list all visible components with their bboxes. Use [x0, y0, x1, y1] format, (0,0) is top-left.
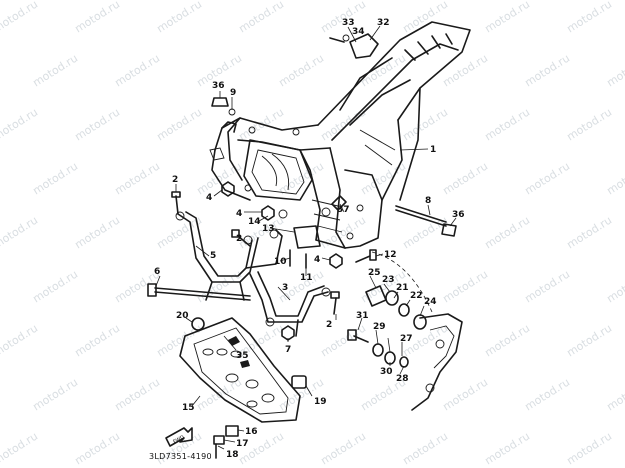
- callout-5: 5: [210, 251, 216, 261]
- engine-mount-bushings: [347, 251, 463, 411]
- diagram-code: 3LD7351-4190: [149, 452, 212, 461]
- callout-36: 36: [452, 210, 465, 220]
- callout-30: 30: [380, 367, 393, 377]
- callout-3: 3: [282, 283, 288, 293]
- callout-35: 35: [236, 351, 249, 361]
- engine-guard: [179, 317, 301, 423]
- lower-cross-frame: [249, 271, 331, 337]
- callout-34: 34: [352, 27, 365, 37]
- callout-22: 22: [410, 291, 423, 301]
- callout-4: 4: [314, 255, 320, 265]
- callout-10: 10: [274, 257, 287, 267]
- callout-7: 7: [285, 345, 291, 355]
- callout-4: 4: [206, 193, 212, 203]
- callout-17: 17: [236, 439, 249, 449]
- callout-20: 20: [176, 311, 189, 321]
- callout-4: 4: [236, 209, 242, 219]
- callout-37: 37: [337, 205, 350, 215]
- main-frame: [209, 21, 471, 249]
- callout-27: 27: [400, 334, 413, 344]
- callout-25: 25: [368, 268, 381, 278]
- callout-9: 9: [230, 88, 236, 98]
- callout-16: 16: [245, 427, 258, 437]
- callout-13: 13: [262, 224, 275, 234]
- callout-36: 36: [212, 81, 225, 91]
- callout-19: 19: [314, 397, 327, 407]
- callout-1: 1: [430, 145, 436, 155]
- callout-12: 12: [384, 250, 397, 260]
- callout-leaders: [155, 25, 457, 450]
- small-parts: [171, 33, 457, 459]
- callout-8: 8: [425, 196, 431, 206]
- fwd-label: FWD: [172, 434, 185, 445]
- callout-21: 21: [396, 283, 409, 293]
- callout-15: 15: [182, 403, 195, 413]
- long-bolt: [147, 283, 251, 301]
- callout-29: 29: [373, 322, 386, 332]
- callout-23: 23: [382, 275, 395, 285]
- front-down-frame: [175, 211, 283, 301]
- callout-28: 28: [396, 374, 409, 384]
- callout-2: 2: [172, 175, 178, 185]
- callout-33: 33: [342, 18, 355, 28]
- callout-24: 24: [424, 297, 437, 307]
- callout-32: 32: [377, 18, 390, 28]
- callout-31: 31: [356, 311, 369, 321]
- callout-6: 6: [154, 267, 160, 277]
- callout-2: 2: [236, 234, 242, 244]
- callout-labels: 1 2 2 2 3 4 4 4 5 6 7 8 9 10 11 12 13 14…: [154, 18, 465, 460]
- callout-18: 18: [226, 450, 239, 460]
- callout-2: 2: [326, 320, 332, 330]
- callout-14: 14: [248, 217, 261, 227]
- callout-11: 11: [300, 273, 313, 283]
- fwd-arrow-icon: FWD: [165, 427, 193, 447]
